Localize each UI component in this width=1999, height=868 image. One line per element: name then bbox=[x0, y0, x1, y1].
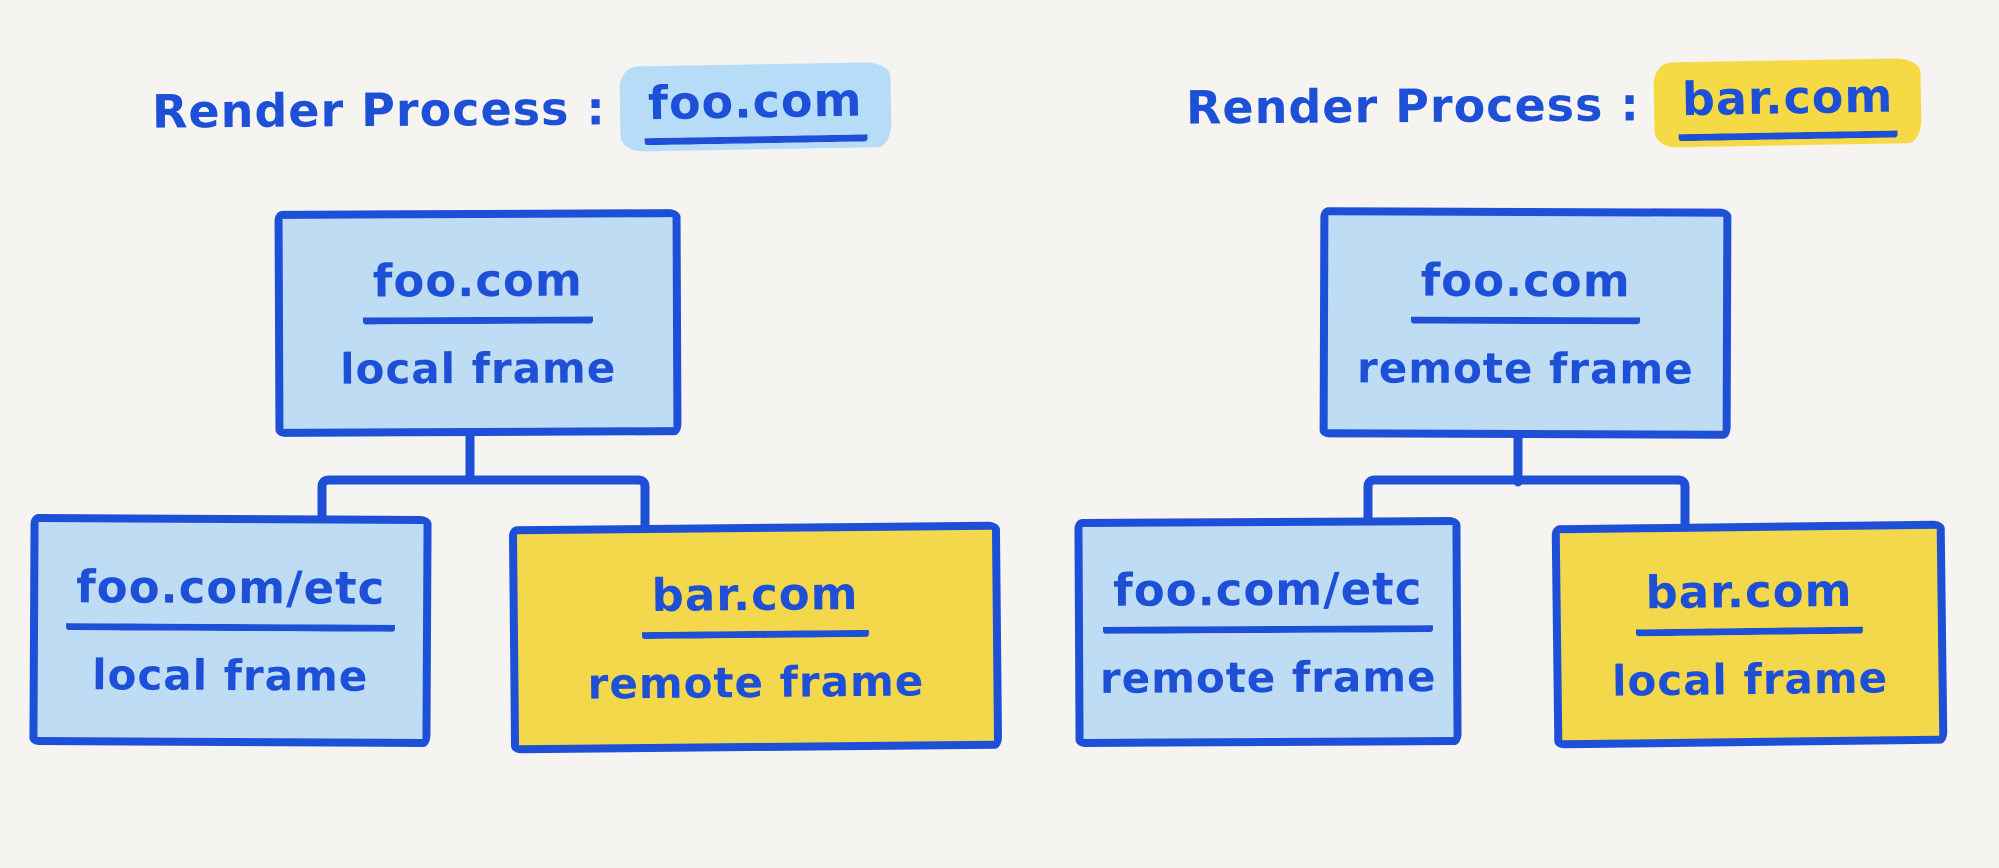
left-child-frame-box-foo-etc: foo.com/etc local frame bbox=[29, 513, 432, 748]
frame-domain: foo.com bbox=[362, 252, 593, 325]
right-title: Render Process : bar.com bbox=[1185, 58, 1922, 149]
frame-type: local frame bbox=[1611, 653, 1889, 706]
frame-domain: foo.com bbox=[1410, 253, 1641, 324]
frame-domain: foo.com/etc bbox=[1103, 561, 1433, 634]
frame-type: local frame bbox=[340, 342, 617, 394]
left-child-frame-box-bar: bar.com remote frame bbox=[508, 521, 1003, 754]
frame-domain: bar.com bbox=[641, 566, 869, 640]
right-child-frame-box-foo-etc: foo.com/etc remote frame bbox=[1074, 516, 1462, 748]
right-title-prefix: Render Process : bbox=[1185, 76, 1641, 135]
frame-type: local frame bbox=[92, 650, 369, 701]
left-title-prefix: Render Process : bbox=[151, 80, 607, 139]
frame-type: remote frame bbox=[587, 656, 925, 709]
right-root-frame-box: foo.com remote frame bbox=[1319, 207, 1732, 439]
frame-type: remote frame bbox=[1099, 651, 1437, 703]
left-title: Render Process : foo.com bbox=[151, 62, 892, 153]
right-child-frame-box-bar: bar.com local frame bbox=[1551, 520, 1948, 749]
frame-type: remote frame bbox=[1356, 342, 1694, 394]
left-root-frame-box: foo.com local frame bbox=[274, 209, 682, 437]
left-title-highlight: foo.com bbox=[619, 62, 892, 152]
right-title-highlight: bar.com bbox=[1653, 58, 1922, 148]
frame-domain: foo.com/etc bbox=[65, 560, 396, 632]
right-title-domain: bar.com bbox=[1677, 68, 1898, 142]
frame-domain: bar.com bbox=[1635, 563, 1863, 637]
left-title-domain: foo.com bbox=[643, 72, 867, 146]
